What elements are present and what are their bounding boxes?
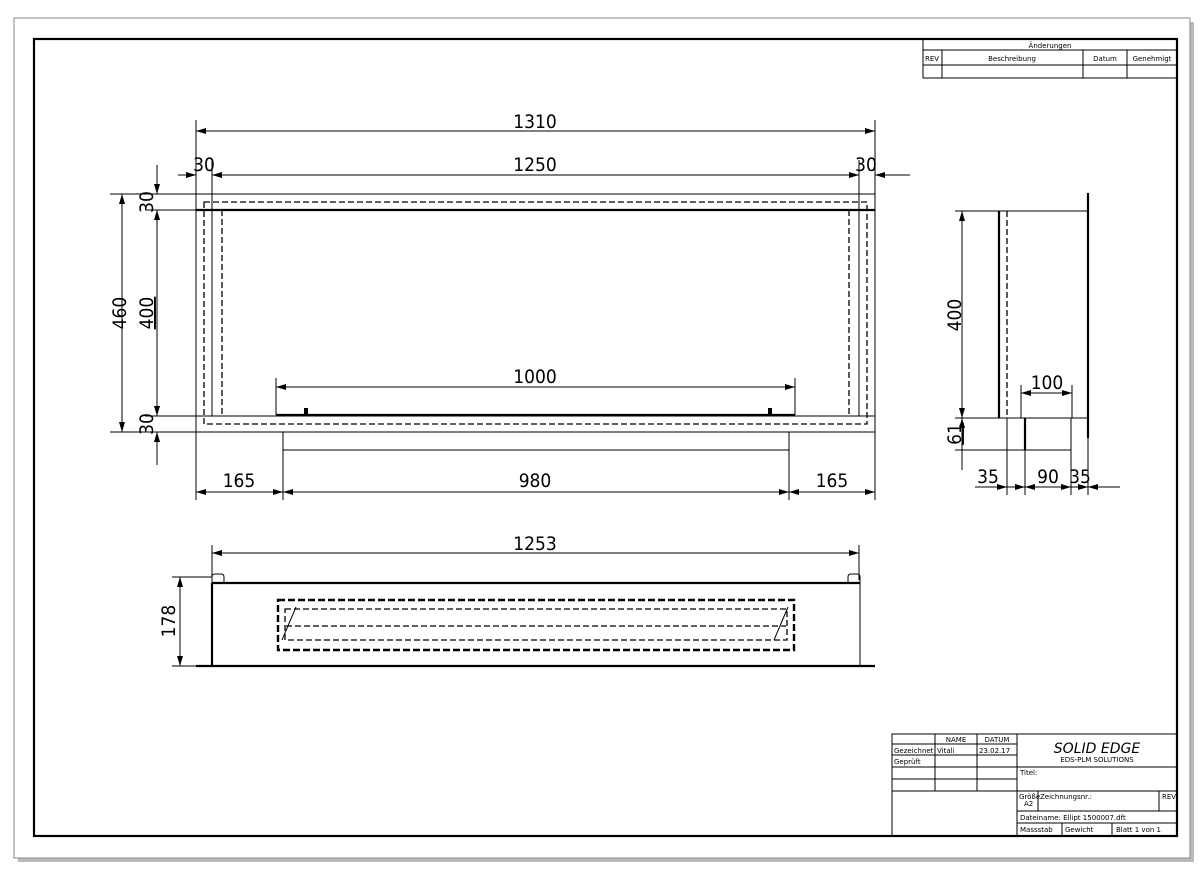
date-header: DATUM <box>985 736 1010 744</box>
bottom-view <box>196 573 875 668</box>
bottom-view-dimensions: 1253 178 <box>158 533 860 667</box>
sheet-label: Blatt 1 von 1 <box>1116 826 1161 834</box>
dim-left-offset: 165 <box>223 470 256 492</box>
burner-box <box>282 431 790 451</box>
side-view-dimensions: 400 61 100 35 90 35 <box>944 210 1120 495</box>
dim-overall-height: 460 <box>109 297 131 330</box>
rev-label: REV <box>1162 793 1176 801</box>
dim-inner-width: 1250 <box>513 154 557 176</box>
weight-label: Gewicht <box>1065 826 1094 834</box>
drawing-frame <box>32 37 1179 838</box>
title-label: Titel: <box>1019 769 1037 777</box>
drawn-date: 23.02.17 <box>979 747 1010 755</box>
front-view <box>195 193 876 451</box>
dim-right-gap: 35 <box>1069 466 1091 488</box>
revision-table: Änderungen REV Beschreibung Datum Genehm… <box>922 38 1178 79</box>
drawing-number-label: Zeichnungsnr.: <box>1040 793 1092 801</box>
dim-side-height: 400 <box>944 299 966 332</box>
title-block: NAME DATUM Gezeichnet Vitali 23.02.17 Ge… <box>891 733 1178 837</box>
front-view-dimensions: 1310 1250 30 30 460 400 30 30 1000 165 <box>109 111 910 500</box>
dim-bottom-height: 178 <box>158 605 180 638</box>
dim-box-depth: 100 <box>1031 372 1064 394</box>
filename: Dateiname: Ellipt 1500007.dft <box>1020 814 1126 822</box>
drawn-label: Gezeichnet <box>894 747 934 755</box>
dim-overall-width: 1310 <box>513 111 557 133</box>
logo-subtitle: EDS-PLM SOLUTIONS <box>1060 756 1134 764</box>
dim-bottom-width: 1253 <box>513 533 557 555</box>
name-header: NAME <box>946 736 967 744</box>
dim-burner-box-width: 980 <box>519 470 552 492</box>
dim-top-margin: 30 <box>136 191 158 213</box>
drawn-name: Vitali <box>937 747 955 755</box>
dim-box-width: 90 <box>1037 466 1059 488</box>
approved-header: Genehmigt <box>1133 55 1172 63</box>
revision-title: Änderungen <box>1029 41 1072 50</box>
dim-right-margin: 30 <box>855 154 877 176</box>
scale-label: Massstab <box>1020 826 1053 834</box>
dim-left-margin: 30 <box>193 154 215 176</box>
dim-burner-length: 1000 <box>513 366 557 388</box>
description-header: Beschreibung <box>988 55 1036 63</box>
dim-right-offset: 165 <box>816 470 849 492</box>
dim-inner-height: 400 <box>136 297 158 330</box>
solid-edge-logo: SOLID EDGE <box>1054 741 1141 757</box>
size-label: Größe <box>1019 793 1040 801</box>
dim-box-height: 61 <box>944 423 966 445</box>
checked-label: Geprüft <box>894 758 921 766</box>
size-value: A2 <box>1024 800 1033 808</box>
date-header: Datum <box>1093 55 1117 63</box>
dim-bottom-margin: 30 <box>136 413 158 435</box>
side-view <box>997 193 1090 451</box>
dim-left-gap: 35 <box>977 466 999 488</box>
rev-header: REV <box>925 55 939 63</box>
paper <box>13 17 1191 859</box>
